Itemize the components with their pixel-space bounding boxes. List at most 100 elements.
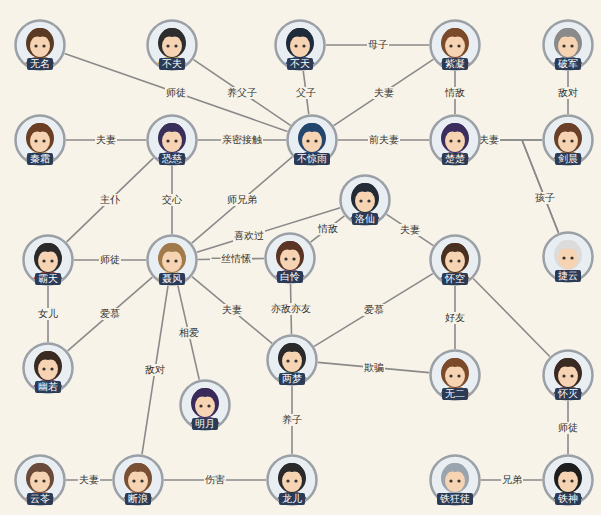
character-name: 捷云 bbox=[555, 270, 581, 282]
relation-label: 爱慕 bbox=[99, 308, 121, 320]
relation-line bbox=[318, 362, 429, 372]
relation-label: 夫妻 bbox=[373, 87, 395, 99]
character-node: 紫凝 bbox=[429, 19, 481, 71]
character-name: 不天 bbox=[287, 58, 313, 70]
relation-line bbox=[47, 286, 49, 342]
relation-label: 相爱 bbox=[178, 327, 200, 339]
relation-line bbox=[194, 60, 291, 126]
relation-line bbox=[66, 139, 146, 141]
relation-label: 亲密接触 bbox=[221, 134, 263, 146]
character-node: 两梦 bbox=[266, 334, 318, 386]
character-node: 洛仙 bbox=[339, 174, 391, 226]
relation-label: 夫妻 bbox=[221, 304, 243, 316]
character-name: 秦霜 bbox=[27, 153, 53, 165]
relation-line bbox=[74, 259, 146, 261]
relation-line bbox=[290, 284, 293, 334]
relation-label: 敌对 bbox=[557, 87, 579, 99]
relation-line bbox=[481, 479, 542, 481]
relation-line bbox=[164, 479, 266, 481]
relation-label: 亦敌亦友 bbox=[270, 303, 312, 315]
character-name: 无二 bbox=[442, 388, 468, 400]
relation-label: 夫妻 bbox=[478, 134, 500, 146]
character-node: 不惊雨 bbox=[286, 114, 338, 166]
character-node: 剑晨 bbox=[542, 114, 594, 166]
relation-line bbox=[326, 44, 429, 46]
relation-line bbox=[473, 279, 550, 357]
character-node: 不天 bbox=[274, 19, 326, 71]
character-node: 无名 bbox=[14, 19, 66, 71]
relation-label: 好友 bbox=[444, 312, 466, 324]
relation-label: 伤害 bbox=[204, 474, 226, 486]
relation-line bbox=[198, 139, 286, 141]
relation-label: 夫妻 bbox=[95, 134, 117, 146]
character-node: 铁狂徒 bbox=[429, 454, 481, 506]
relation-label: 师徒 bbox=[165, 87, 187, 99]
character-node: 明月 bbox=[179, 379, 231, 431]
relation-label: 师徒 bbox=[557, 422, 579, 434]
character-node: 聂风 bbox=[146, 234, 198, 286]
relation-line bbox=[192, 157, 293, 243]
relation-label: 交心 bbox=[161, 194, 183, 206]
relation-label: 喜欢过 bbox=[233, 230, 265, 242]
character-name: 聂风 bbox=[159, 273, 185, 285]
character-name: 霸天 bbox=[35, 273, 61, 285]
relation-label: 孩子 bbox=[534, 192, 556, 204]
character-name: 紫凝 bbox=[442, 58, 468, 70]
relation-line bbox=[291, 386, 293, 454]
relation-line bbox=[68, 277, 153, 351]
character-name: 两梦 bbox=[279, 373, 305, 385]
character-node: 幽若 bbox=[22, 342, 74, 394]
relation-label: 养父子 bbox=[226, 87, 258, 99]
character-name: 断浪 bbox=[125, 493, 151, 505]
relation-line bbox=[567, 401, 569, 454]
relation-label: 兄弟 bbox=[501, 474, 523, 486]
character-node: 不夫 bbox=[146, 19, 198, 71]
relation-line bbox=[567, 71, 569, 114]
relation-line bbox=[198, 258, 264, 259]
character-node: 恐慈 bbox=[146, 114, 198, 166]
character-node: 霸天 bbox=[22, 234, 74, 286]
character-node: 怀灭 bbox=[542, 349, 594, 401]
relation-line bbox=[171, 166, 173, 234]
character-node: 铁神 bbox=[542, 454, 594, 506]
relation-line bbox=[387, 214, 434, 245]
character-name: 明月 bbox=[192, 418, 218, 430]
character-node: 无二 bbox=[429, 349, 481, 401]
character-node: 楚楚 bbox=[429, 114, 481, 166]
character-name: 白怜 bbox=[277, 271, 303, 283]
relation-label: 敌对 bbox=[144, 364, 166, 376]
character-name: 龙儿 bbox=[279, 493, 305, 505]
relation-label: 情敌 bbox=[444, 87, 466, 99]
relation-label: 爱慕 bbox=[363, 304, 385, 316]
relation-label: 师徒 bbox=[99, 254, 121, 266]
relation-label: 夫妻 bbox=[399, 224, 421, 236]
relation-line bbox=[454, 71, 456, 114]
character-name: 恐慈 bbox=[159, 153, 185, 165]
relation-label: 师兄弟 bbox=[226, 194, 258, 206]
character-name: 怀灭 bbox=[555, 388, 581, 400]
relation-label: 主仆 bbox=[99, 194, 121, 206]
relation-label: 情敌 bbox=[317, 223, 339, 235]
character-node: 怀空 bbox=[429, 234, 481, 286]
relation-label: 女儿 bbox=[37, 308, 59, 320]
character-name: 剑晨 bbox=[555, 153, 581, 165]
relation-label: 一丝情愫 bbox=[210, 253, 252, 265]
relation-line bbox=[66, 479, 112, 481]
character-name: 不惊雨 bbox=[294, 153, 330, 165]
relation-line bbox=[303, 71, 308, 114]
character-name: 无名 bbox=[27, 58, 53, 70]
character-node: 云苓 bbox=[14, 454, 66, 506]
character-name: 铁神 bbox=[555, 493, 581, 505]
relation-line bbox=[142, 286, 168, 455]
relation-label: 前夫妻 bbox=[368, 134, 400, 146]
relation-label: 夫妻 bbox=[78, 474, 100, 486]
character-name: 铁狂徒 bbox=[437, 493, 473, 505]
character-name: 幽若 bbox=[35, 381, 61, 393]
character-name: 破军 bbox=[555, 58, 581, 70]
relation-line bbox=[311, 216, 345, 242]
character-node: 秦霜 bbox=[14, 114, 66, 166]
relation-line bbox=[178, 285, 199, 379]
character-name: 洛仙 bbox=[352, 213, 378, 225]
character-node: 龙儿 bbox=[266, 454, 318, 506]
relation-label: 养子 bbox=[281, 414, 303, 426]
